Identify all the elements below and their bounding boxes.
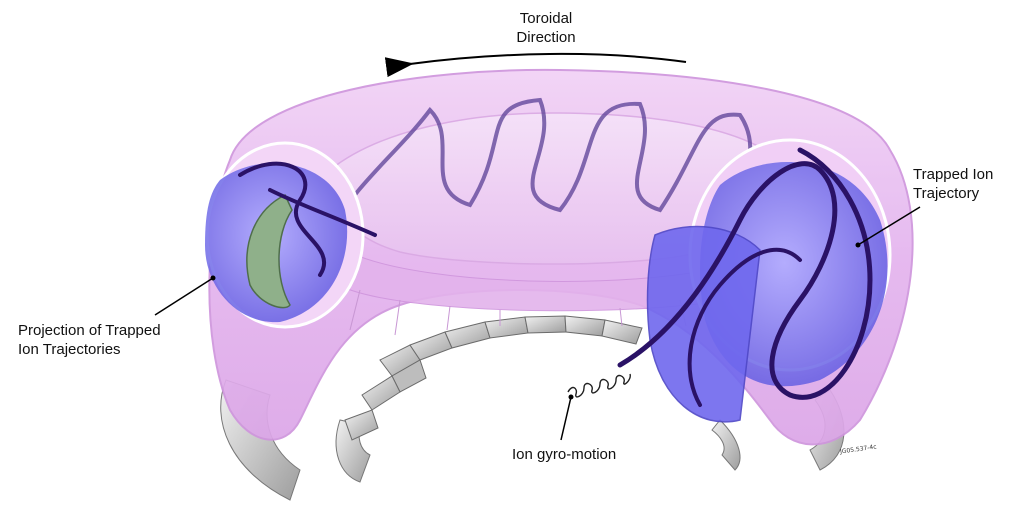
projection-leader-dot	[210, 275, 216, 281]
toroidal-direction-line2: Direction	[516, 29, 576, 46]
projection-label: Projection of Trapped Ion Trajectories	[18, 321, 161, 359]
toroidal-direction-label: Toroidal Direction	[508, 9, 584, 47]
projection-line1: Projection of Trapped	[18, 322, 161, 339]
trapped-ion-orbit-path	[328, 97, 762, 232]
toroidal-direction-arrow	[384, 52, 687, 78]
trapped-ion-line1: Trapped Ion	[913, 166, 994, 183]
trapped-leader-dot	[855, 242, 861, 248]
inner-coil-ring	[344, 315, 643, 441]
projection-line2: Ion Trajectories	[18, 341, 121, 358]
gyro-leader-line	[560, 396, 572, 441]
right-trajectory-inner	[687, 247, 802, 407]
coil-right-mid	[711, 419, 741, 471]
toroidal-direction-line1: Toroidal	[519, 10, 573, 27]
right-trajectory-curve	[617, 147, 873, 400]
trapped-leader-line	[857, 206, 921, 246]
trapped-ion-trajectory-label: Trapped Ion Trajectory	[913, 165, 993, 203]
left-trajectory-curve	[238, 161, 377, 277]
ion-gyro-motion-label: Ion gyro-motion	[512, 445, 616, 464]
ion-gyro-motion-text: Ion gyro-motion	[512, 446, 617, 463]
gyro-leader-dot	[568, 394, 574, 400]
trapped-ion-line2: Trajectory	[913, 185, 980, 202]
right-cross-section	[617, 138, 892, 423]
projection-leader-line	[154, 277, 214, 316]
right-funnel-shape	[646, 225, 761, 423]
ion-gyro-helix	[567, 373, 631, 398]
projection-banana-shape	[246, 193, 293, 309]
left-cross-section	[205, 141, 377, 329]
